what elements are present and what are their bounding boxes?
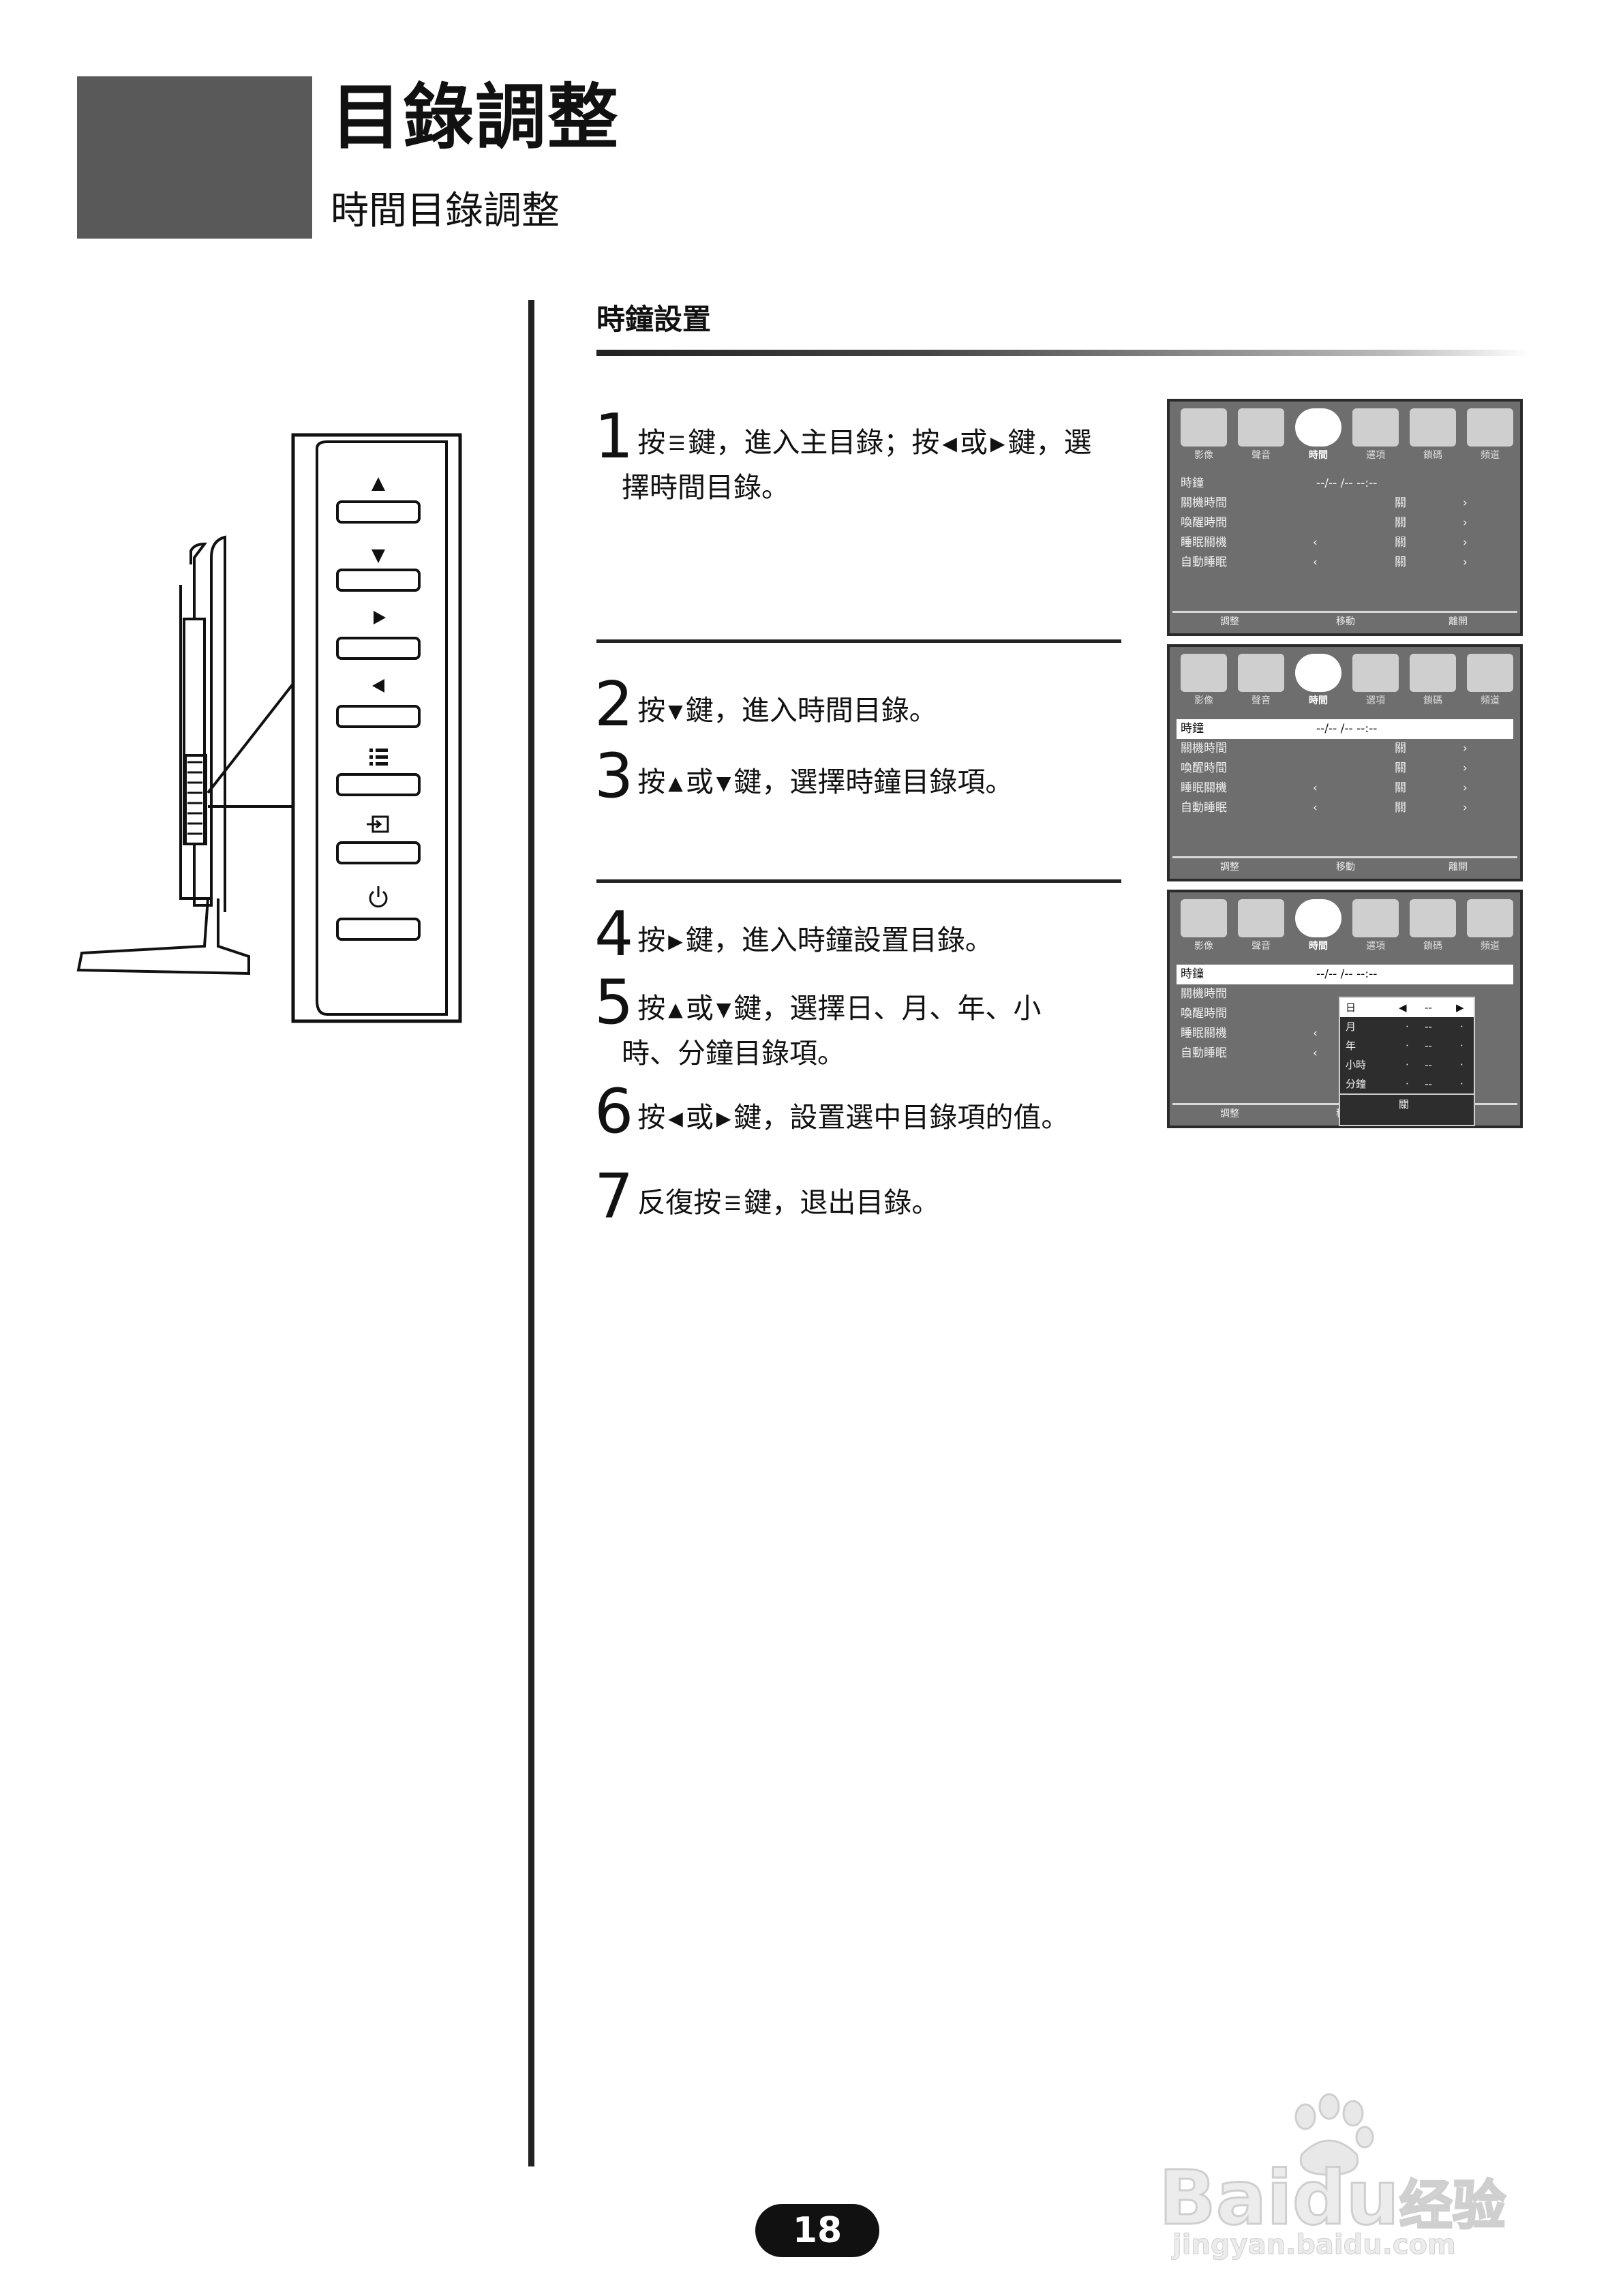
up-icon bbox=[371, 477, 385, 491]
tv-side-buttons-diagram bbox=[76, 433, 462, 1023]
button-panel bbox=[291, 433, 462, 1023]
sound-icon bbox=[1238, 654, 1284, 692]
tv-body-outline bbox=[189, 535, 226, 912]
left-key-icon: ◀ bbox=[942, 432, 957, 455]
picture-icon bbox=[1181, 654, 1227, 692]
section-rule bbox=[596, 350, 1530, 356]
tv-menu-screenshot-2: 影像 聲音 時間 選項 鎖碼 頻道 時鐘--/-- /-- --:-- 關機時間… bbox=[1167, 644, 1523, 881]
baidu-paw-logo bbox=[1294, 2093, 1374, 2176]
down-key-icon: ▼ bbox=[716, 772, 731, 794]
page-title: 目錄調整 bbox=[331, 76, 620, 159]
up-key-icon: ▲ bbox=[668, 998, 683, 1021]
page-number: 18 bbox=[755, 2204, 879, 2257]
down-icon bbox=[371, 549, 385, 563]
right-key-icon: ▶ bbox=[668, 930, 683, 952]
tv-stand bbox=[76, 898, 250, 976]
menu-key-icon: ☰ bbox=[668, 432, 686, 455]
option-icon bbox=[1352, 654, 1399, 692]
input-icon bbox=[367, 815, 389, 833]
step-number: 7 bbox=[594, 1161, 634, 1233]
channel-icon bbox=[1467, 408, 1513, 447]
menu-key-icon: ☰ bbox=[724, 1192, 742, 1215]
lock-icon bbox=[1410, 408, 1456, 447]
section-heading: 時鐘設置 bbox=[596, 303, 712, 336]
up-button bbox=[336, 500, 421, 524]
step-number: 4 bbox=[594, 898, 634, 970]
menu-button bbox=[336, 773, 421, 796]
channel-icon bbox=[1467, 899, 1513, 937]
option-icon bbox=[1352, 899, 1399, 937]
left-button bbox=[336, 705, 421, 728]
channel-icon bbox=[1467, 654, 1513, 692]
left-key-icon: ◀ bbox=[668, 1107, 683, 1130]
clock-icon bbox=[1295, 408, 1341, 447]
step-divider bbox=[596, 879, 1121, 883]
power-icon bbox=[369, 886, 388, 908]
right-button bbox=[336, 637, 421, 660]
right-key-icon: ▶ bbox=[716, 1107, 731, 1130]
menu-icon bbox=[369, 749, 388, 766]
step-number: 1 bbox=[594, 401, 634, 472]
input-button bbox=[336, 841, 421, 864]
sound-icon bbox=[1238, 899, 1284, 937]
option-icon bbox=[1352, 408, 1399, 447]
up-key-icon: ▲ bbox=[668, 772, 683, 794]
step-divider bbox=[596, 639, 1121, 643]
step-number: 6 bbox=[594, 1076, 634, 1147]
right-icon bbox=[374, 611, 386, 624]
lock-icon bbox=[1410, 654, 1456, 692]
step-number: 3 bbox=[594, 740, 634, 812]
baidu-watermark: Baidu经验 jingyan.baidu.com bbox=[1158, 2079, 1568, 2261]
power-button bbox=[336, 918, 421, 941]
page-subtitle: 時間目錄調整 bbox=[331, 189, 560, 233]
picture-icon bbox=[1181, 408, 1227, 447]
lock-icon bbox=[1410, 899, 1456, 937]
right-key-icon: ▶ bbox=[990, 432, 1005, 455]
clock-icon bbox=[1295, 654, 1341, 692]
down-key-icon: ▼ bbox=[668, 700, 683, 723]
left-icon bbox=[372, 679, 384, 693]
sound-icon bbox=[1238, 408, 1284, 447]
tv-menu-screenshot-1: 影像 聲音 時間 選項 鎖碼 頻道 時鐘--/-- /-- --:-- 關機時間… bbox=[1167, 399, 1523, 636]
down-button bbox=[336, 569, 421, 592]
down-key-icon: ▼ bbox=[716, 998, 731, 1021]
picture-icon bbox=[1181, 899, 1227, 937]
vertical-divider bbox=[528, 300, 534, 2166]
header-block bbox=[77, 76, 312, 239]
step-number: 2 bbox=[594, 669, 634, 740]
step-number: 5 bbox=[594, 967, 634, 1038]
clock-submenu: 日◀--▶ 月·--· 年·--· 小時·--· 分鐘·--· 關 bbox=[1339, 997, 1475, 1126]
clock-icon bbox=[1295, 899, 1341, 937]
tv-menu-screenshot-3: 影像 聲音 時間 選項 鎖碼 頻道 時鐘--/-- /-- --:-- 關機時間… bbox=[1167, 890, 1523, 1128]
